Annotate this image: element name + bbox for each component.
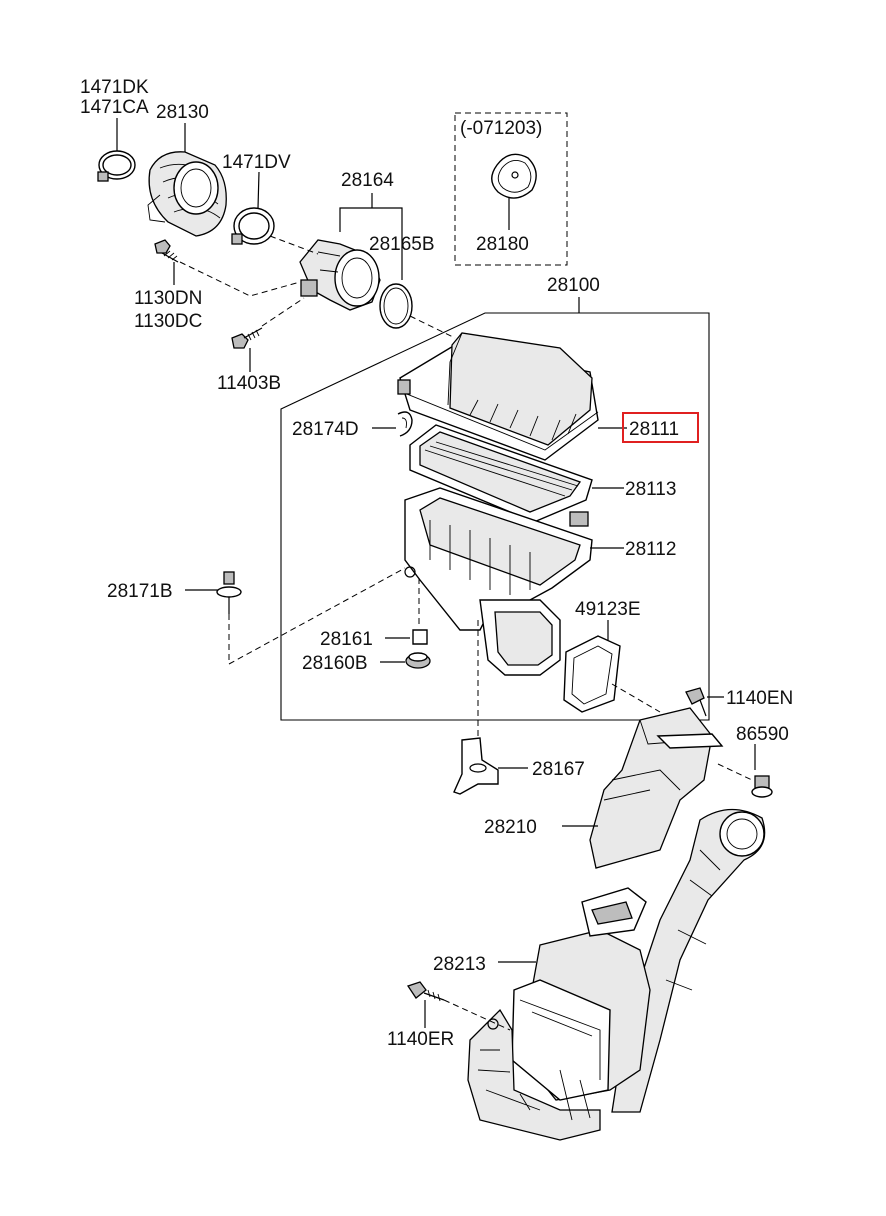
hose-clamp-right[interactable]: [231, 207, 275, 245]
hose-clamp-left[interactable]: [97, 150, 136, 182]
label-28113: 28113: [625, 479, 676, 500]
seal-49123e[interactable]: [563, 635, 621, 713]
label-28100: 28100: [547, 275, 600, 296]
label-1140er: 1140ER: [387, 1029, 454, 1050]
bracket-28167[interactable]: [453, 737, 499, 795]
label-28174d: 28174D: [292, 419, 359, 440]
label-1130dc: 1130DC: [134, 311, 202, 332]
bolt-28171b[interactable]: [216, 571, 242, 614]
lower-housing[interactable]: [404, 487, 593, 676]
label-28180: 28180: [476, 234, 529, 255]
label-1130dn: 1130DN: [134, 288, 202, 309]
bolt-1140en[interactable]: [685, 687, 707, 717]
label-1471ca: 1471CA: [80, 97, 149, 118]
label-1140en: 1140EN: [726, 688, 793, 709]
airflow-sensor[interactable]: [299, 239, 381, 311]
label-28160b: 28160B: [302, 653, 368, 674]
label-28165b: 28165B: [369, 234, 435, 255]
label-28111[interactable]: 28111: [629, 419, 679, 440]
label-86590: 86590: [736, 724, 789, 745]
clip-28174d[interactable]: [397, 411, 413, 437]
bolt-1130dn[interactable]: [154, 239, 179, 263]
grommet-28161[interactable]: [412, 629, 428, 645]
filter-element[interactable]: [409, 424, 593, 523]
clip-86590[interactable]: [751, 775, 773, 798]
o-ring-28165b[interactable]: [379, 283, 413, 329]
bolt-1140er[interactable]: [406, 981, 445, 1002]
label-28210: 28210: [484, 817, 537, 838]
intake-hose[interactable]: [147, 151, 227, 237]
label-28213: 28213: [433, 954, 486, 975]
label-28130: 28130: [156, 102, 209, 123]
air-cleaner-cover[interactable]: [397, 332, 599, 461]
label-28171b: 28171B: [107, 581, 173, 602]
label-11403b: 11403B: [217, 373, 281, 394]
highlight-28111: [622, 412, 699, 443]
assembly-boundary: [280, 312, 710, 721]
bolt-11403b[interactable]: [231, 327, 263, 349]
resonator-assembly[interactable]: [467, 808, 766, 1141]
label-28161: 28161: [320, 629, 373, 650]
label-28167: 28167: [532, 759, 585, 780]
label-49123e: 49123E: [575, 599, 641, 620]
label-1471dv: 1471DV: [222, 152, 291, 173]
label-071203: (-071203): [460, 118, 542, 139]
gasket-28180[interactable]: [491, 153, 537, 199]
label-28112: 28112: [625, 539, 676, 560]
label-1471dk: 1471DK: [80, 77, 149, 98]
intake-duct[interactable]: [589, 707, 724, 869]
variant-box: [454, 112, 568, 266]
label-28164: 28164: [341, 170, 394, 191]
bushing-28160b[interactable]: [405, 652, 431, 669]
